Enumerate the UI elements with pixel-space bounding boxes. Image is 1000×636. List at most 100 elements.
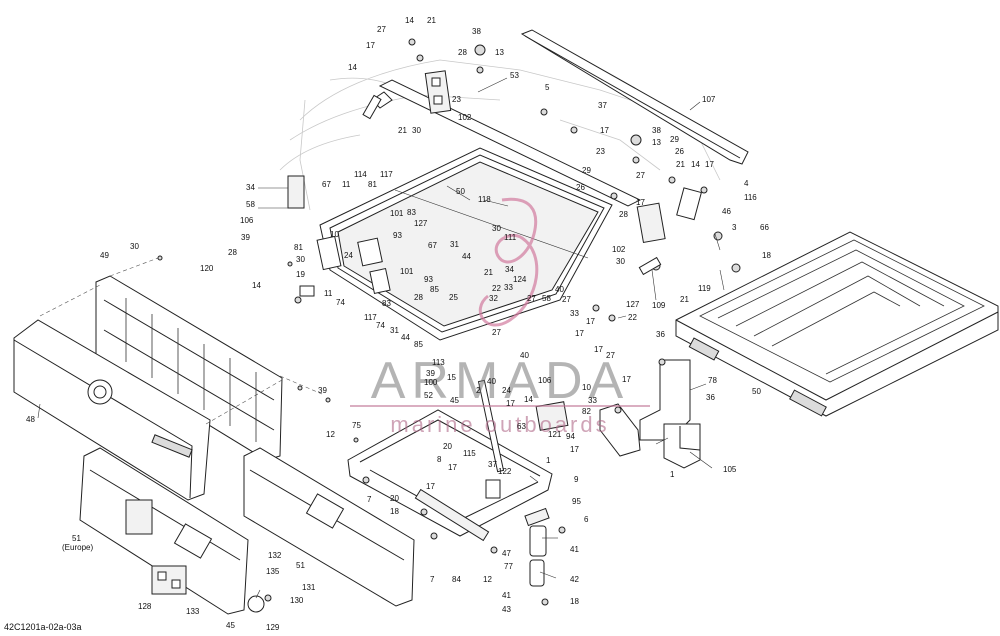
callout-1: 1 xyxy=(670,470,675,479)
callout-39: 39 xyxy=(241,233,250,242)
rear-window-frame-50 xyxy=(319,147,613,341)
callout-44: 44 xyxy=(401,333,410,342)
callout-116: 116 xyxy=(744,193,757,202)
callout-51: 51 xyxy=(72,534,81,543)
callout-84: 84 xyxy=(452,575,461,584)
tailgate-outer-panel-48 xyxy=(13,319,211,501)
callout-27: 27 xyxy=(606,351,615,360)
callout-38: 38 xyxy=(652,126,661,135)
callout-106: 106 xyxy=(240,216,254,225)
left-latch-assembly xyxy=(287,175,391,297)
callout-27: 27 xyxy=(492,328,501,337)
callout-10: 10 xyxy=(330,230,339,239)
callout-53: 53 xyxy=(510,71,519,80)
callout-81: 81 xyxy=(368,180,377,189)
callout-95: 95 xyxy=(572,497,581,506)
callout-82: 82 xyxy=(582,407,591,416)
callout-85: 85 xyxy=(414,340,423,349)
callout-42: 42 xyxy=(570,575,579,584)
callout-21: 21 xyxy=(680,295,689,304)
callout-81: 81 xyxy=(294,243,303,252)
callout-17: 17 xyxy=(600,126,609,135)
callout-9: 9 xyxy=(574,475,579,484)
lower-hinge-41-42 xyxy=(524,507,550,587)
callout-29: 29 xyxy=(670,135,679,144)
callout-6: 6 xyxy=(584,515,589,524)
callout-50: 50 xyxy=(752,387,761,396)
callout-4: 4 xyxy=(744,179,749,188)
callout-122: 122 xyxy=(498,467,512,476)
callout-120: 120 xyxy=(200,264,214,273)
callout-117: 117 xyxy=(380,170,393,179)
callout-118: 118 xyxy=(478,195,491,204)
callout-10: 10 xyxy=(582,383,591,392)
callout-14: 14 xyxy=(691,160,700,169)
callout-78: 78 xyxy=(708,376,717,385)
callout-24: 24 xyxy=(502,386,511,395)
callout-109: 109 xyxy=(652,301,666,310)
callout-33: 33 xyxy=(588,396,597,405)
callout-17: 17 xyxy=(594,345,603,354)
hardware-fasteners xyxy=(157,38,741,606)
callout-25: 25 xyxy=(449,293,458,302)
callout-18: 18 xyxy=(762,251,771,260)
callout-28: 28 xyxy=(619,210,628,219)
callout-labels: 14 21 27 38 17 28 13 14 53 23 5 107 37 1… xyxy=(26,16,771,632)
callout-17: 17 xyxy=(575,329,584,338)
leader-lines xyxy=(37,77,725,599)
callout-28: 28 xyxy=(414,293,423,302)
callout-27: 27 xyxy=(527,294,536,303)
alignment-dash-lines xyxy=(39,257,323,425)
callout-17: 17 xyxy=(506,399,515,408)
callout-17: 17 xyxy=(586,317,595,326)
watermark-swirl-icon xyxy=(478,197,539,327)
callout-20: 20 xyxy=(390,494,399,503)
callout-2: 2 xyxy=(476,386,481,395)
lower-frame-assembly xyxy=(347,409,553,542)
callout-18: 18 xyxy=(570,597,579,606)
callout-67: 67 xyxy=(428,241,437,250)
callout-135: 135 xyxy=(266,567,280,576)
callout-12: 12 xyxy=(483,575,492,584)
callout-20: 20 xyxy=(443,442,452,451)
callout-24: 24 xyxy=(344,251,353,260)
callout-17: 17 xyxy=(705,160,714,169)
callout-121: 121 xyxy=(548,430,562,439)
callout-28: 28 xyxy=(228,248,237,257)
callout-19: 19 xyxy=(296,270,305,279)
callout-7: 7 xyxy=(430,575,435,584)
callout-1: 1 xyxy=(546,456,551,465)
callout-102: 102 xyxy=(612,245,626,254)
callout-41: 41 xyxy=(502,591,511,600)
callout-27: 27 xyxy=(562,295,571,304)
callout-23: 23 xyxy=(596,147,605,156)
callout-111: 111 xyxy=(504,233,517,242)
callout-85: 85 xyxy=(430,285,439,294)
callout-38: 38 xyxy=(472,27,481,36)
callout-119: 119 xyxy=(698,284,711,293)
callout-12: 12 xyxy=(326,430,335,439)
callout-21: 21 xyxy=(427,16,436,25)
callout-27: 27 xyxy=(377,25,386,34)
lower-trim-panel-51 xyxy=(243,447,415,607)
callout-17: 17 xyxy=(636,198,645,207)
callout-67: 67 xyxy=(322,180,331,189)
watermark-tagline: marine outboards xyxy=(390,412,609,437)
callout-83: 83 xyxy=(407,208,416,217)
callout-30: 30 xyxy=(296,255,305,264)
callout-33: 33 xyxy=(504,283,513,292)
callout-66: 66 xyxy=(760,223,769,232)
callout-11: 11 xyxy=(342,180,351,189)
callout-58: 58 xyxy=(246,200,255,209)
callout-32: 32 xyxy=(489,294,498,303)
callout-115: 115 xyxy=(463,449,476,458)
callout-93: 93 xyxy=(393,231,402,240)
callout-26: 26 xyxy=(576,183,585,192)
callout-europe: (Europe) xyxy=(62,543,93,552)
callout-133: 133 xyxy=(186,607,200,616)
bracket-82 xyxy=(535,401,569,431)
callout-30: 30 xyxy=(130,242,139,251)
upper-hinge-bracket-left xyxy=(424,70,452,114)
callout-13: 13 xyxy=(652,138,661,147)
